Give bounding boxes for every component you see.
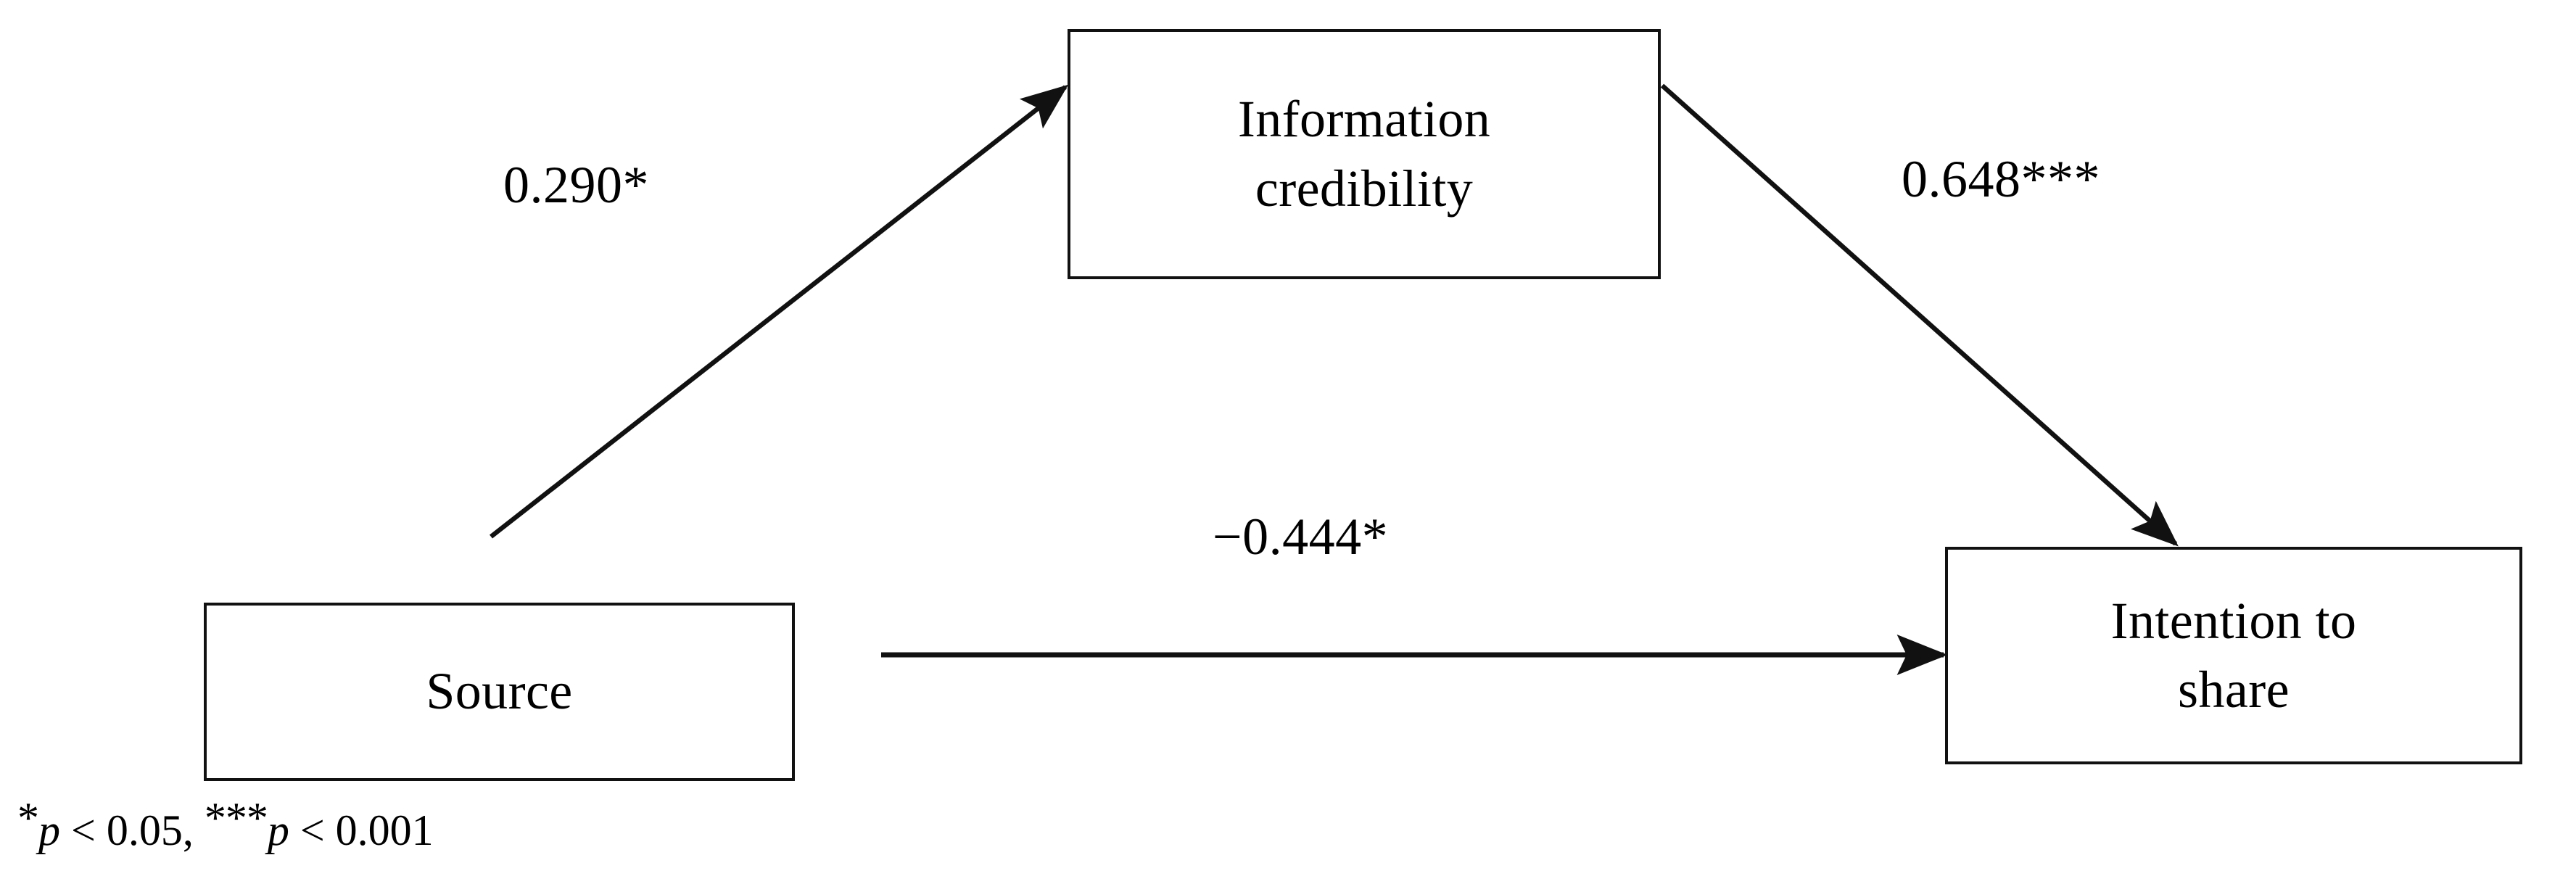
node-information-credibility: Information credibility bbox=[1068, 29, 1661, 279]
edge-source-to-credibility bbox=[489, 84, 1069, 539]
edge-label-source-to-intention: −0.444* bbox=[1213, 508, 1389, 566]
node-intention-to-share: Intention to share bbox=[1945, 547, 2522, 764]
footnote-star-three: *** bbox=[204, 794, 268, 842]
node-intention-to-share-line-1: Intention to bbox=[2110, 591, 2357, 650]
footnote-p-one: p bbox=[38, 806, 60, 854]
node-information-credibility-line-1: Information bbox=[1237, 90, 1491, 149]
node-source-line-1: Source bbox=[426, 662, 573, 721]
significance-footnote: *p < 0.05, ***p < 0.001 bbox=[17, 796, 434, 852]
footnote-text-two: < 0.001 bbox=[289, 806, 434, 854]
edge-label-credibility-to-intention: 0.648*** bbox=[1902, 150, 2100, 208]
footnote-star-one: * bbox=[17, 794, 39, 842]
footnote-p-two: p bbox=[267, 806, 289, 854]
footnote-text-one: < 0.05, bbox=[60, 806, 205, 854]
node-source: Source bbox=[204, 603, 795, 781]
node-information-credibility-line-2: credibility bbox=[1255, 159, 1474, 218]
edge-label-source-to-credibility: 0.290* bbox=[503, 156, 649, 214]
node-intention-to-share-line-2: share bbox=[2178, 661, 2290, 719]
